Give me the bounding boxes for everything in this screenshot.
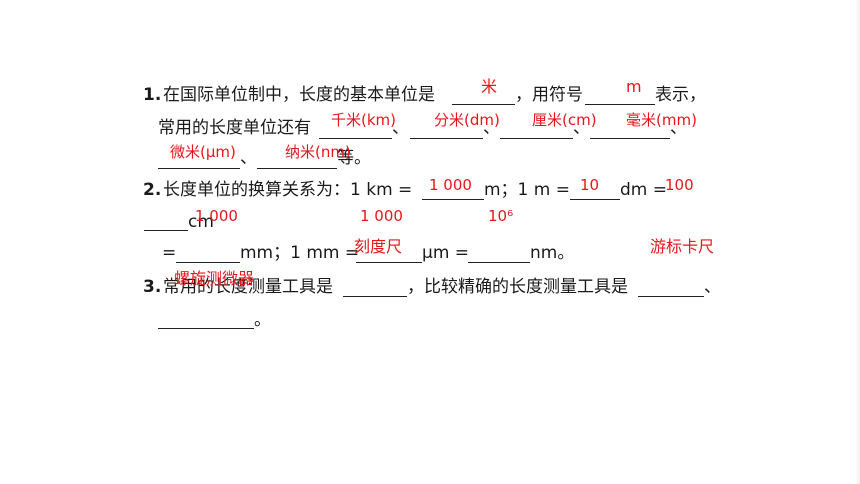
q3-text-end: 。 <box>254 310 271 330</box>
q1-text-common-units: 常用的长度单位还有 <box>158 118 311 138</box>
answer-mm-to-um: 1 000 <box>360 207 403 225</box>
q1-blank-6[interactable] <box>257 168 337 169</box>
answer-nanometer: 纳米(nm) <box>285 143 351 161</box>
q2-text-um: μm = <box>422 243 470 263</box>
q1-sep-2: 、 <box>483 118 500 138</box>
q3-blank-precise-1[interactable] <box>638 296 704 297</box>
q3-number: 3. <box>143 277 162 297</box>
q3-blank-tool[interactable] <box>343 296 407 297</box>
q1-blank-1[interactable] <box>319 138 392 139</box>
q2-blank-m-cm[interactable] <box>144 230 188 231</box>
q3-text-a: 常用的长度测量工具是 <box>163 277 333 297</box>
answer-m-to-dm: 10 <box>580 176 600 194</box>
q2-text-a: 长度单位的换算关系为：1 km = <box>163 180 413 200</box>
q2-text-b: m；1 m = <box>484 180 570 200</box>
q1-text-b: ，用符号 <box>515 85 583 105</box>
q2-blank-mm-um[interactable] <box>356 262 422 263</box>
q3-blank-precise-2[interactable] <box>158 328 254 329</box>
answer-mm-to-nm: 10⁶ <box>488 207 514 225</box>
answer-m-to-mm: 1 000 <box>195 207 238 225</box>
answer-m-to-cm: 100 <box>665 176 694 194</box>
q2-blank-km-m[interactable] <box>422 199 484 200</box>
q2-number: 2. <box>143 180 162 200</box>
q1-sep-3: 、 <box>573 118 590 138</box>
slide-edge <box>854 0 860 484</box>
q3-text-c: 、 <box>704 277 721 297</box>
q1-sep-5: 、 <box>240 148 257 168</box>
q1-blank-5[interactable] <box>158 168 240 169</box>
answer-meter-name: 米 <box>481 77 498 96</box>
q1-blank-4[interactable] <box>590 138 670 139</box>
q2-blank-m-mm[interactable] <box>176 262 240 263</box>
answer-vernier-caliper: 游标卡尺 <box>650 237 715 256</box>
answer-micrometer: 微米(μm) <box>170 143 236 161</box>
q2-text-nm: nm。 <box>530 243 575 263</box>
q2-blank-m-dm[interactable] <box>570 199 620 200</box>
q2-text-mm: mm；1 mm = <box>240 243 360 263</box>
q2-text-c: dm = <box>620 180 667 200</box>
q2-text-cm: cm <box>188 212 214 232</box>
answer-centimeter: 厘米(cm) <box>532 111 597 129</box>
q1-text-c: 表示， <box>655 85 706 105</box>
q2-text-eq: = <box>162 243 177 263</box>
q1-text-a: 在国际单位制中，长度的基本单位是 <box>163 85 435 105</box>
answer-kilometer: 千米(km) <box>331 111 397 129</box>
answer-ruler: 刻度尺 <box>354 237 403 256</box>
answer-meter-symbol: m <box>626 77 642 96</box>
q1-sep-4: 、 <box>670 118 687 138</box>
q3-text-b: ，比较精确的长度测量工具是 <box>407 277 628 297</box>
answer-millimeter: 毫米(mm) <box>626 111 697 129</box>
q1-blank-unit[interactable] <box>452 104 515 105</box>
q1-blank-symbol[interactable] <box>585 104 655 105</box>
q1-text-end: 等。 <box>337 148 371 168</box>
q1-blank-2[interactable] <box>410 138 483 139</box>
answer-decimeter: 分米(dm) <box>434 111 500 129</box>
q1-blank-3[interactable] <box>500 138 573 139</box>
q1-sep-1: 、 <box>392 118 409 138</box>
answer-km-to-m: 1 000 <box>429 176 472 194</box>
answer-micrometer-screw: 螺旋测微器 <box>174 269 255 288</box>
q1-number: 1. <box>143 85 162 105</box>
q2-blank-mm-nm[interactable] <box>468 262 530 263</box>
